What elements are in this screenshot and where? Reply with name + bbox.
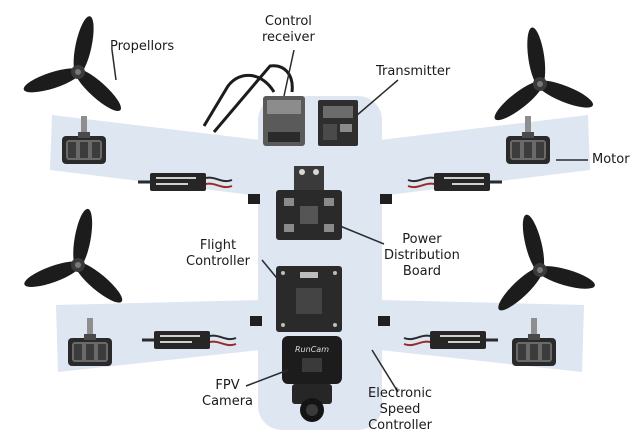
control-receiver bbox=[202, 64, 305, 146]
esc-connector bbox=[378, 316, 390, 326]
leader-line-power-distribution-board bbox=[339, 225, 385, 245]
label-flight-controller: Flight Controller bbox=[186, 238, 250, 269]
propeller-bottom-left bbox=[19, 199, 141, 310]
propeller-top-right bbox=[479, 20, 598, 127]
flight-controller bbox=[276, 266, 342, 332]
label-control-receiver: Control receiver bbox=[262, 14, 315, 45]
leader-line-flight-controller bbox=[261, 259, 291, 295]
esc-connector bbox=[248, 194, 260, 204]
label-motor: Motor bbox=[592, 152, 630, 167]
label-power-distribution-board: Power Distribution Board bbox=[384, 232, 460, 279]
leader-lines bbox=[111, 49, 588, 393]
label-transmitter: Transmitter bbox=[376, 64, 451, 79]
frame-arm-top-right bbox=[380, 115, 590, 196]
label-propellors: Propellors bbox=[110, 39, 175, 54]
leader-line-transmitter bbox=[355, 79, 399, 117]
camera-brand-text: RunCam bbox=[295, 345, 329, 354]
leader-line-electronic-speed-controller bbox=[371, 349, 399, 393]
leader-line-control-receiver bbox=[283, 49, 295, 97]
propeller-top-left bbox=[18, 5, 143, 118]
leader-line-fpv-camera bbox=[245, 369, 289, 387]
fpv-camera: RunCam bbox=[282, 336, 342, 422]
esc-connector bbox=[380, 194, 392, 204]
transmitter-module bbox=[318, 100, 358, 146]
label-fpv-camera: FPV Camera bbox=[202, 378, 254, 409]
leader-line-propellors bbox=[111, 49, 117, 81]
label-electronic-speed-controller: Electronic Speed Controller bbox=[368, 386, 433, 433]
power-distribution-board bbox=[276, 166, 342, 240]
propeller-bottom-right bbox=[474, 201, 601, 318]
frame-arm-top-left bbox=[50, 115, 260, 196]
esc-connector bbox=[250, 316, 262, 326]
